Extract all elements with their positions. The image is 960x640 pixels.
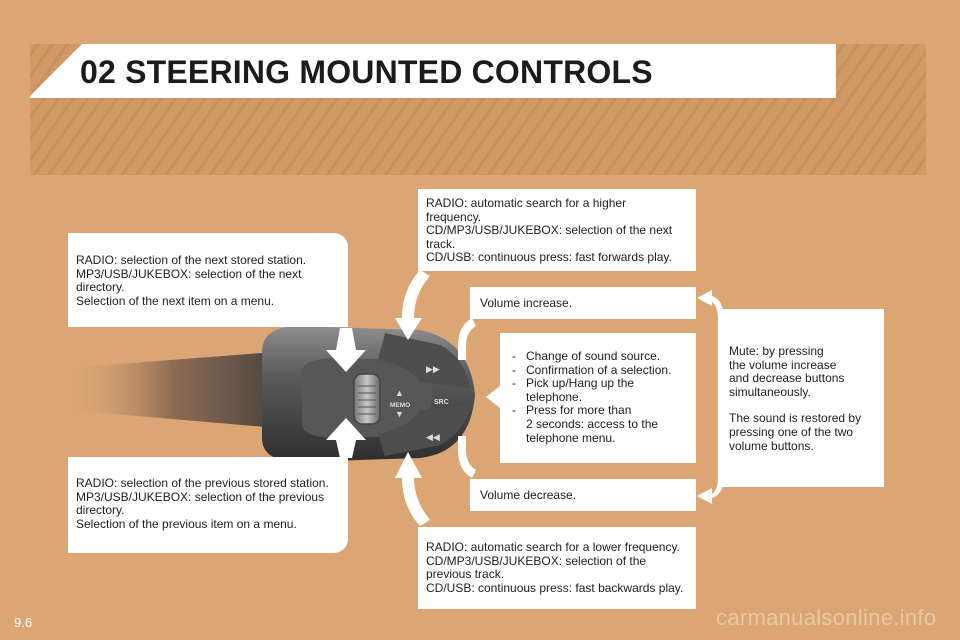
box-line: Mute: by pressing: [729, 344, 824, 358]
list-item: Change of sound source.: [508, 349, 686, 364]
previous-track-button[interactable]: [378, 405, 470, 456]
previous-station-box: RADIO: selection of the previous stored …: [68, 457, 348, 553]
box-line: Volume decrease.: [480, 488, 577, 502]
arrow-lower-freq-icon: [395, 452, 430, 526]
box-line: and decrease buttons: [729, 371, 845, 386]
arrow-src-icon: [486, 386, 500, 408]
fast-backward-icon: ◀◀: [426, 432, 440, 442]
box-line: directory.: [76, 503, 125, 518]
stalk-shadow: [68, 350, 300, 430]
page-title: 02 STEERING MOUNTED CONTROLS: [80, 54, 653, 90]
volume-increase-box: Volume increase.: [470, 287, 696, 319]
source-button-box: Change of sound source. Confirmation of …: [500, 333, 696, 463]
next-track-button[interactable]: [378, 333, 470, 388]
arrow-volume-increase-icon: [458, 318, 476, 360]
box-line: simultaneously.: [729, 384, 811, 399]
next-station-box: RADIO: selection of the next stored stat…: [68, 233, 348, 327]
memo-label: MEMO: [390, 402, 410, 409]
box-line: MP3/USB/JUKEBOX: selection of the previo…: [76, 489, 325, 504]
box-line: The sound is restored by: [729, 411, 862, 426]
box-line: the volume increase: [729, 357, 837, 372]
lower-frequency-box: RADIO: automatic search for a lower freq…: [418, 527, 696, 609]
box-line: MP3/USB/JUKEBOX: selection of the next: [76, 266, 302, 281]
box-line: track.: [426, 236, 456, 251]
box-line: pressing one of the two: [729, 424, 854, 439]
box-line: frequency.: [426, 209, 482, 224]
title-bar: [30, 44, 836, 98]
arrow-prev-station-icon: [326, 418, 366, 458]
box-line: Selection of the previous item on a menu…: [76, 516, 297, 531]
box-line: RADIO: selection of the next stored stat…: [76, 253, 307, 267]
box-line: Selection of the next item on a menu.: [76, 293, 275, 308]
arrow-next-station-icon: [326, 328, 366, 372]
callout-arrows: [326, 270, 724, 526]
list-item: Confirmation of a selection.: [508, 363, 686, 378]
box-line: Volume increase.: [480, 296, 573, 310]
box-line: previous track.: [426, 567, 505, 582]
volume-decrease-box: Volume decrease.: [470, 479, 696, 511]
page-number: 9.6: [14, 615, 33, 630]
memo-down-arrow-icon: ▼: [395, 409, 404, 419]
box-line: CD/MP3/USB/JUKEBOX: selection of the nex…: [426, 223, 673, 238]
box-line: RADIO: automatic search for a lower freq…: [426, 540, 680, 554]
arrow-higher-freq-icon: [395, 270, 430, 340]
arrow-volume-decrease-icon: [458, 436, 476, 478]
thumbwheel[interactable]: [353, 373, 381, 425]
box-line: CD/MP3/USB/JUKEBOX: selection of the: [426, 553, 647, 568]
watermark: carmanualsonline.info: [716, 605, 937, 630]
source-list: Change of sound source. Confirmation of …: [508, 349, 686, 445]
box-line: volume buttons.: [729, 438, 814, 453]
box-line: CD/USB: continuous press: fast forwards …: [426, 250, 672, 265]
box-line: RADIO: automatic search for a higher: [426, 196, 627, 210]
box-line: RADIO: selection of the previous stored …: [76, 476, 329, 490]
memo-up-arrow-icon: ▲: [395, 388, 404, 398]
fast-forward-icon: ▶▶: [426, 364, 440, 374]
higher-frequency-box: RADIO: automatic search for a higher fre…: [418, 189, 696, 271]
mute-bracket-icon: [697, 290, 724, 504]
box-line: CD/USB: continuous press: fast backwards…: [426, 580, 684, 595]
src-button-label[interactable]: SRC: [434, 399, 449, 406]
mute-box: Mute: by pressing the volume increase an…: [721, 309, 884, 487]
box-line: directory.: [76, 280, 125, 295]
